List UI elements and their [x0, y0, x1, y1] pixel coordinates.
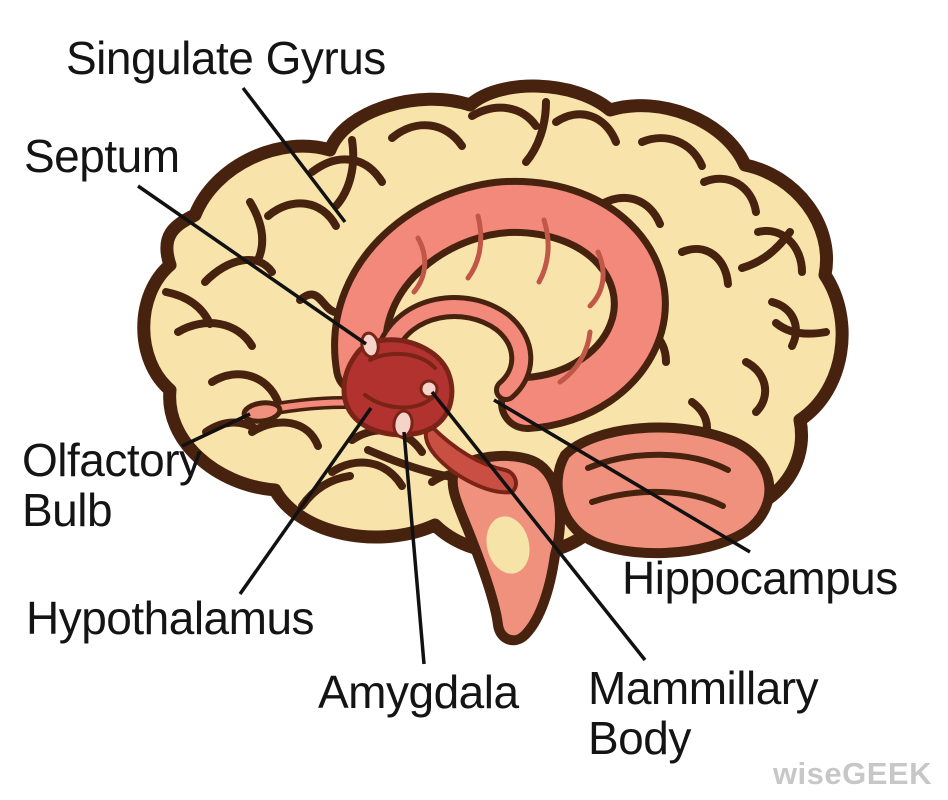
- leader-septum: [137, 184, 367, 346]
- thalamus-detail-lines: [363, 351, 437, 410]
- fornix: [381, 300, 529, 397]
- leader-olfactory-bulb: [181, 412, 251, 448]
- septum-nodule: [360, 331, 380, 359]
- leader-lines: [137, 86, 751, 665]
- label-hypothalamus: Hypothalamus: [26, 592, 315, 644]
- amygdala-nodule: [392, 409, 414, 439]
- label-olfactory-bulb: Olfactory Bulb: [22, 434, 202, 536]
- cerebellum-folia-lines: [585, 451, 731, 509]
- label-olfactory-bulb-line2: Bulb: [22, 483, 113, 536]
- wisegeek-watermark: wiseGEEK: [772, 756, 932, 791]
- label-septum: Septum: [24, 130, 180, 182]
- leader-hypothalamus: [238, 406, 373, 596]
- label-mammillary-body-line2: Body: [588, 711, 691, 764]
- label-hippocampus: Hippocampus: [622, 552, 898, 604]
- olfactory-bulb-shape: [241, 400, 283, 424]
- label-mammillary-body: Mammillary Body: [588, 662, 819, 764]
- leader-hippocampus: [493, 398, 751, 554]
- cingulate-detail-lines: [411, 213, 606, 385]
- cingulate-gyrus-band: [338, 184, 662, 425]
- leader-mammillary-body: [430, 390, 647, 662]
- label-amygdala: Amygdala: [318, 666, 519, 718]
- brainstem-cream-patch: [486, 516, 530, 574]
- leader-singulate-gyrus: [241, 86, 347, 224]
- leader-amygdala: [402, 431, 426, 665]
- label-mammillary-body-line1: Mammillary: [588, 662, 819, 714]
- label-singulate-gyrus: Singulate Gyrus: [66, 32, 386, 84]
- label-olfactory-bulb-line1: Olfactory: [22, 434, 202, 486]
